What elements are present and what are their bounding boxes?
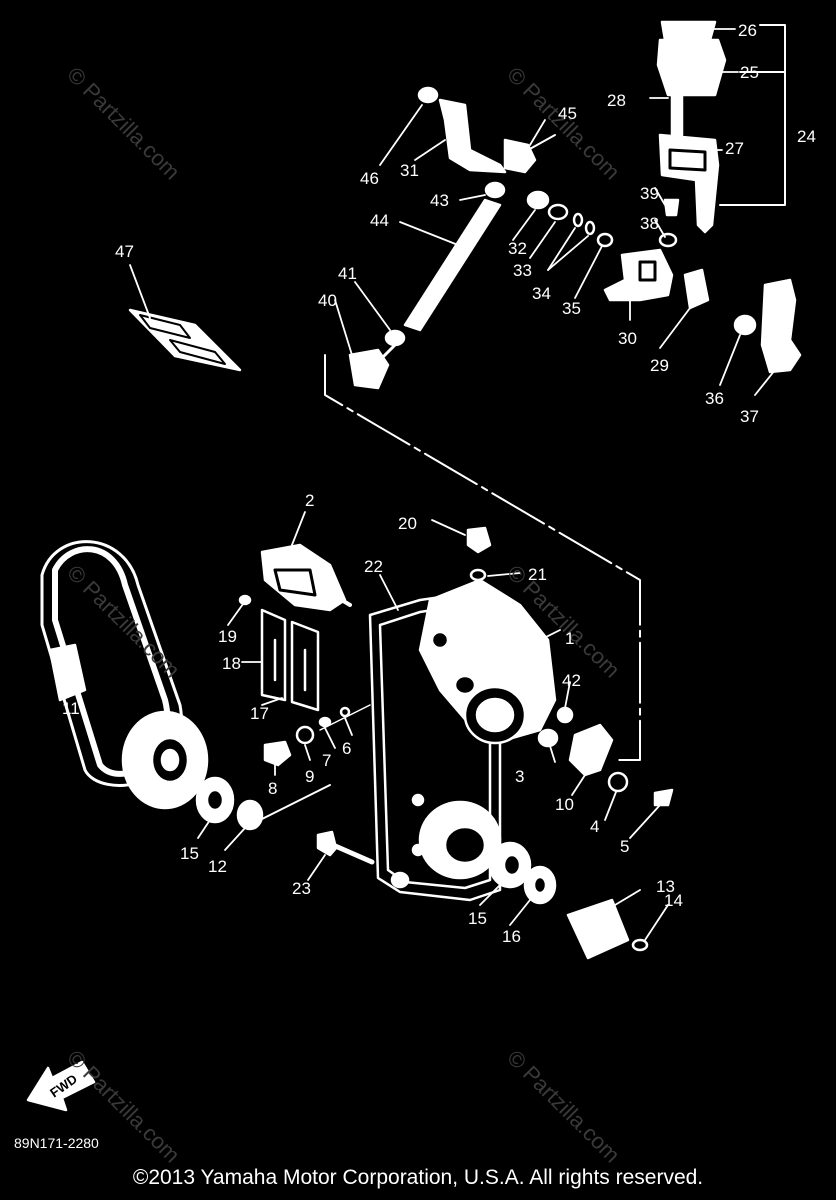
callout-4: 4 [590, 817, 600, 836]
part-46-bush [417, 86, 439, 104]
part-20-plug [466, 526, 492, 554]
callout-17: 17 [250, 704, 269, 723]
part-31-lever [438, 98, 507, 174]
callout-31: 31 [400, 161, 419, 180]
callout-6: 6 [342, 739, 352, 758]
callout-44: 44 [370, 211, 389, 230]
callout-25: 25 [740, 63, 759, 82]
callout-15-b: 15 [468, 909, 487, 928]
part-8-bolt [263, 740, 292, 767]
callout-23: 23 [292, 879, 311, 898]
callout-26: 26 [738, 21, 757, 40]
callout-16: 16 [502, 927, 521, 946]
callout-34: 34 [532, 284, 551, 303]
callout-27: 27 [725, 139, 744, 158]
callout-36: 36 [705, 389, 724, 408]
callout-45: 45 [558, 104, 577, 123]
callout-14: 14 [664, 891, 683, 910]
part-2-solenoid [260, 543, 347, 612]
callout-40: 40 [318, 291, 337, 310]
callout-19: 19 [218, 627, 237, 646]
callout-32: 32 [508, 239, 527, 258]
callout-46: 46 [360, 169, 379, 188]
callout-15: 15 [180, 844, 199, 863]
part-45-joint [503, 138, 537, 174]
callout-8: 8 [268, 779, 278, 798]
callout-22: 22 [364, 557, 383, 576]
copyright-notice: ©2013 Yamaha Motor Corporation, U.S.A. A… [132, 1166, 704, 1189]
callout-30: 30 [618, 329, 637, 348]
part-11-belt [52, 546, 171, 777]
fwd-arrow-icon [26, 1060, 96, 1112]
callout-41: 41 [338, 264, 357, 283]
callout-18: 18 [222, 654, 241, 673]
callout-13: 13 [656, 877, 675, 896]
part-37-cover [760, 278, 802, 374]
callout-37: 37 [740, 407, 759, 426]
callout-11: 11 [62, 699, 80, 718]
part-29-plate [683, 268, 710, 310]
assembly-guide-line [324, 354, 641, 761]
callout-38: 38 [640, 214, 659, 233]
callout-7: 7 [322, 751, 332, 770]
callout-2: 2 [305, 491, 315, 510]
diagram-part-code: 89N171-2280 [14, 1135, 99, 1151]
callout-1: 1 [565, 629, 575, 648]
part-44-rod [403, 198, 502, 332]
part-23-bolt [316, 830, 338, 857]
part-47-decal [128, 308, 242, 372]
callout-42: 42 [562, 671, 581, 690]
callout-28: 28 [607, 91, 626, 110]
callout-3: 3 [515, 767, 525, 786]
callout-9: 9 [305, 767, 315, 786]
callout-35: 35 [562, 299, 581, 318]
part-17-gasket [290, 620, 320, 712]
part-43-clip [484, 181, 506, 199]
callout-39: 39 [640, 184, 659, 203]
part-5-bolt [653, 788, 674, 807]
part-18-gasket [260, 608, 287, 702]
callout-12: 12 [208, 857, 227, 876]
callout-43: 43 [430, 191, 449, 210]
part-40-end [348, 348, 390, 390]
callout-24: 24 [797, 127, 816, 146]
callout-29: 29 [650, 356, 669, 375]
part-28-pin [670, 93, 684, 137]
part-10-lever [568, 723, 614, 777]
callout-10: 10 [555, 795, 574, 814]
callout-21: 21 [528, 565, 547, 584]
callout-20: 20 [398, 514, 417, 533]
part-12-seal [236, 799, 264, 831]
callout-47: 47 [115, 242, 134, 261]
callout-33: 33 [513, 261, 532, 280]
callout-5: 5 [620, 837, 630, 856]
part-39-bolt [663, 198, 680, 217]
part-13-sleeve [566, 898, 630, 960]
part-26-cap [660, 20, 717, 42]
part-42-nut [384, 329, 406, 347]
part-25-holder [656, 38, 727, 97]
